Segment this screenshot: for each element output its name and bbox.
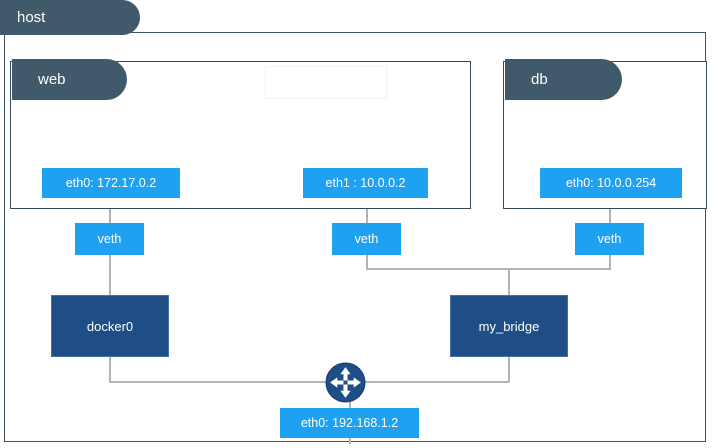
interface-db-eth0[interactable]: eth0: 10.0.0.254: [540, 168, 682, 198]
line-veth2-drop: [366, 255, 368, 269]
line-veth-bus: [366, 268, 611, 270]
host-tab-label: host: [17, 9, 46, 26]
bridge-my-bridge[interactable]: my_bridge: [450, 295, 568, 357]
veth-node-3[interactable]: veth: [575, 223, 644, 255]
interface-web-eth1[interactable]: eth1 : 10.0.0.2: [303, 168, 428, 198]
host-tab: host: [0, 0, 140, 35]
interface-host-eth0[interactable]: eth0: 192.168.1.2: [280, 408, 419, 438]
interface-host-eth0-label: eth0: 192.168.1.2: [300, 416, 399, 430]
namespace-web-tab: web: [12, 59, 127, 100]
line-host-eth0-down: [349, 438, 351, 444]
veth-node-1[interactable]: veth: [75, 223, 144, 255]
line-router-bus: [109, 381, 509, 383]
router-icon[interactable]: [325, 362, 366, 403]
veth-node-2[interactable]: veth: [332, 223, 401, 255]
bridge-docker0-label: docker0: [86, 318, 134, 334]
line-veth1-to-docker0: [109, 255, 111, 295]
veth-node-3-label: veth: [597, 232, 622, 246]
line-db-eth0-to-veth3: [609, 198, 611, 223]
veth-node-2-label: veth: [354, 232, 379, 246]
line-web-eth1-to-veth2: [366, 198, 368, 223]
veth-node-1-label: veth: [97, 232, 122, 246]
interface-web-eth0[interactable]: eth0: 172.17.0.2: [42, 168, 180, 198]
line-web-eth0-to-veth1: [109, 198, 111, 223]
interface-web-eth0-label: eth0: 172.17.0.2: [65, 176, 157, 190]
bridge-docker0[interactable]: docker0: [51, 295, 169, 357]
namespace-db-tab: db: [505, 59, 622, 100]
line-docker0-down: [109, 357, 111, 382]
empty-placeholder-box: [265, 66, 387, 99]
line-bus-to-mybridge: [508, 268, 510, 295]
namespace-db-label: db: [531, 71, 548, 88]
line-mybridge-down: [508, 357, 510, 382]
interface-web-eth1-label: eth1 : 10.0.0.2: [325, 176, 406, 190]
namespace-web-label: web: [38, 71, 66, 88]
line-veth3-drop: [609, 255, 611, 269]
interface-db-eth0-label: eth0: 10.0.0.254: [565, 176, 657, 190]
bridge-my-bridge-label: my_bridge: [478, 318, 540, 334]
